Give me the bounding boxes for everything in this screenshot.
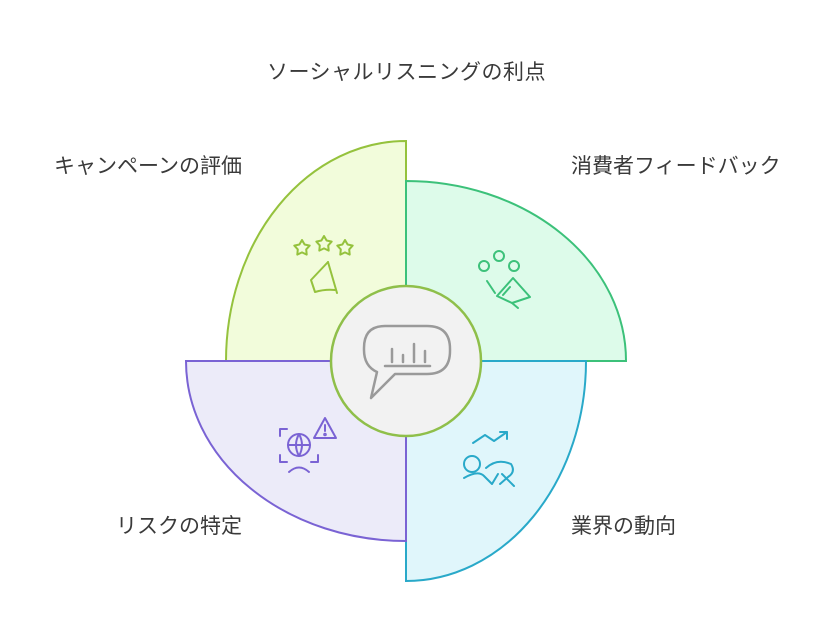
label-consumer-feedback: 消費者フィードバック: [571, 154, 781, 178]
risk-warning-icon: [279, 417, 337, 473]
center-circle: [329, 284, 483, 438]
label-risk-identification: リスクの特定: [116, 514, 242, 538]
megaphone-icon: [478, 250, 531, 309]
label-industry-trend: 業界の動向: [571, 514, 676, 538]
trend-arrow-icon: [463, 431, 515, 487]
stars-flag-icon: [293, 235, 354, 294]
label-campaign-evaluation: キャンペーンの評価: [54, 154, 242, 178]
diagram-title: ソーシャルリスニングの利点: [266, 60, 547, 84]
chat-chart-icon: [362, 324, 452, 400]
